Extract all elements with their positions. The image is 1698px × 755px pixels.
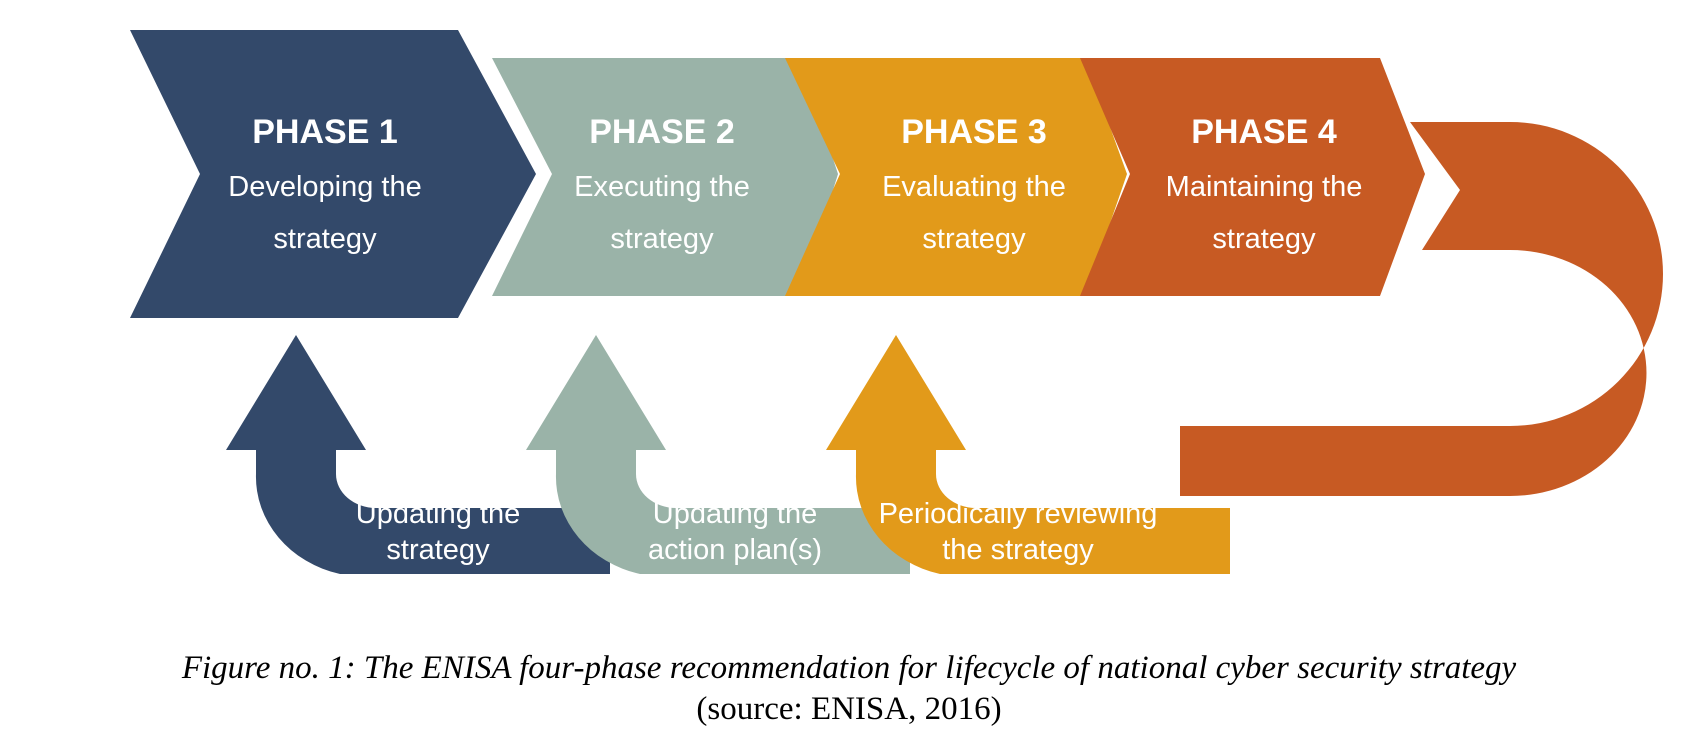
caption-main: Figure no. 1: The ENISA four-phase recom…: [181, 650, 1517, 686]
return-2-line1: Updating the: [653, 498, 817, 530]
return-1-line2: strategy: [386, 534, 490, 566]
return-2-line2: action plan(s): [648, 534, 822, 566]
phase-4-title: PHASE 4: [1191, 113, 1337, 151]
phase-3-line2: strategy: [922, 223, 1026, 255]
phase-4-chevron: [1080, 58, 1425, 296]
phase-1-title: PHASE 1: [252, 113, 398, 151]
phase-3-chevron: [785, 58, 1127, 296]
figure-caption: Figure no. 1: The ENISA four-phase recom…: [0, 648, 1698, 730]
return-3-line2: the strategy: [942, 534, 1094, 566]
phase-2-line2: strategy: [610, 223, 714, 255]
return-3-line1: Periodically reviewing: [879, 498, 1158, 530]
return-arrow-updating-action-plans: [526, 335, 910, 574]
phase-1-chevron: [130, 30, 536, 318]
return-4-line2: improvement: [1321, 534, 1489, 566]
lifecycle-diagram: PHASE 1 Developing the strategy PHASE 2 …: [130, 30, 1663, 574]
phase-4-line1: Maintaining the: [1166, 171, 1363, 203]
phase-2-chevron: [492, 58, 838, 296]
return-arrow-updating-strategy: [226, 335, 610, 574]
continuous-improvement-loop: [1040, 122, 1663, 572]
phase-4-line2: strategy: [1212, 223, 1316, 255]
phase-2-title: PHASE 2: [589, 113, 735, 151]
return-4-line1: Continuous: [1332, 498, 1479, 530]
caption-source: (source: ENISA, 2016): [696, 691, 1002, 727]
return-arrow-periodic-review: [826, 335, 1230, 574]
phase-3-line1: Evaluating the: [882, 171, 1066, 203]
return-1-line1: Updating the: [356, 498, 520, 530]
phase-1-line1: Developing the: [228, 171, 421, 203]
phase-1-line2: strategy: [273, 223, 377, 255]
phase-2-line1: Executing the: [574, 171, 750, 203]
phase-3-title: PHASE 3: [901, 113, 1047, 151]
